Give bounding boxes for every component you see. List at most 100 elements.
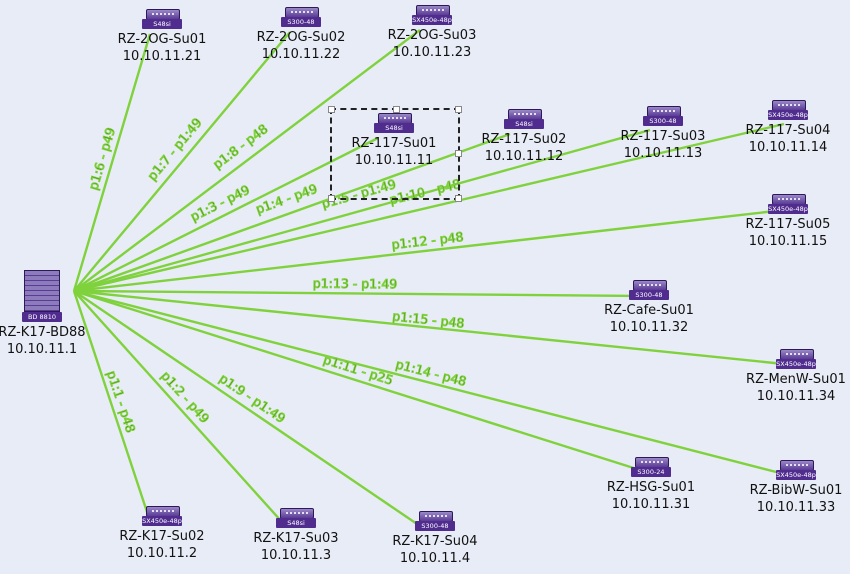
link-line[interactable] bbox=[73, 128, 651, 293]
model-tag: S48si bbox=[276, 518, 316, 528]
switch-icon: S48si bbox=[374, 113, 414, 135]
switch-icon: S300-48 bbox=[643, 106, 683, 128]
node-ip: 10.10.11.22 bbox=[261, 47, 341, 62]
resize-handle[interactable] bbox=[328, 195, 335, 202]
node-ip: 10.10.11.3 bbox=[260, 548, 332, 563]
model-tag: S48si bbox=[504, 119, 544, 129]
resize-handle[interactable] bbox=[328, 106, 335, 113]
link-label: p1:2 - p49 bbox=[158, 368, 212, 426]
link-label: p1:4 - p49 bbox=[254, 181, 320, 217]
selection-box[interactable] bbox=[328, 106, 462, 202]
node-name: RZ-117-Su02 bbox=[481, 132, 567, 147]
node-ip: 10.10.11.31 bbox=[611, 497, 691, 512]
node-ip: 10.10.11.32 bbox=[609, 320, 689, 335]
node-rz-2og-su01[interactable]: S48si RZ-2OG-Su01 10.10.11.21 bbox=[102, 9, 222, 65]
node-ip: 10.10.11.14 bbox=[748, 140, 828, 155]
node-rz-117-su04[interactable]: SX450e-48p RZ-117-Su04 10.10.11.14 bbox=[728, 100, 848, 156]
switch-icon: SX450e-48p bbox=[412, 5, 452, 27]
link-line[interactable] bbox=[73, 289, 785, 476]
node-name: RZ-2OG-Su03 bbox=[387, 28, 477, 43]
node-name: RZ-K17-Su03 bbox=[253, 531, 339, 546]
node-ip: 10.10.11.1 bbox=[6, 342, 78, 357]
node-ip: 10.10.11.4 bbox=[399, 551, 471, 566]
link-line[interactable] bbox=[73, 208, 785, 293]
link-line[interactable] bbox=[72, 290, 152, 522]
node-rz-k17-su04[interactable]: S300-48 RZ-K17-Su04 10.10.11.4 bbox=[375, 511, 495, 567]
node-ip: 10.10.11.11 bbox=[354, 153, 434, 168]
node-ip: 10.10.11.23 bbox=[392, 45, 472, 60]
node-name: RZ-BibW-Su01 bbox=[749, 483, 843, 498]
node-name: RZ-117-Su03 bbox=[620, 129, 706, 144]
link-line[interactable] bbox=[72, 33, 152, 292]
model-tag: SX450e-48p bbox=[412, 15, 452, 25]
model-tag: SX450e-48p bbox=[768, 110, 808, 120]
node-rz-117-su02[interactable]: S48si RZ-117-Su02 10.10.11.12 bbox=[464, 109, 584, 165]
link-label: p1:1 - p48 bbox=[104, 369, 138, 435]
link-line[interactable] bbox=[73, 289, 641, 298]
resize-handle[interactable] bbox=[393, 106, 400, 113]
switch-icon: SX450e-48p bbox=[776, 460, 816, 482]
model-tag: S48si bbox=[374, 123, 414, 133]
node-name: RZ-117-Su05 bbox=[745, 217, 831, 232]
switch-icon: SX450e-48p bbox=[768, 194, 808, 216]
switch-icon: SX450e-48p bbox=[776, 349, 816, 371]
switch-icon: S300-24 bbox=[631, 457, 671, 479]
link-line[interactable] bbox=[73, 132, 511, 293]
node-rz-menw-su01[interactable]: SX450e-48p RZ-MenW-Su01 10.10.11.34 bbox=[736, 349, 850, 405]
link-line[interactable] bbox=[73, 29, 421, 292]
switch-icon: SX450e-48p bbox=[768, 100, 808, 122]
node-rz-cafe-su01[interactable]: S300-48 RZ-Cafe-Su01 10.10.11.32 bbox=[589, 280, 709, 336]
node-rz-2og-su03[interactable]: SX450e-48p RZ-2OG-Su03 10.10.11.23 bbox=[372, 5, 492, 61]
link-line[interactable] bbox=[73, 290, 421, 527]
chassis-switch-icon: BD 8810 bbox=[22, 270, 62, 324]
node-rz-bibw-su01[interactable]: SX450e-48p RZ-BibW-Su01 10.10.11.33 bbox=[736, 460, 850, 516]
link-label: p1:9 - p1:49 bbox=[217, 371, 289, 426]
model-tag: S300-48 bbox=[415, 521, 455, 531]
switch-icon: SX450e-48p bbox=[142, 506, 182, 528]
link-line[interactable] bbox=[73, 122, 785, 293]
node-ip: 10.10.11.12 bbox=[484, 149, 564, 164]
link-label: p1:11 - p25 bbox=[322, 352, 395, 388]
resize-handle[interactable] bbox=[455, 106, 462, 113]
node-rz-hsg-su01[interactable]: S300-24 RZ-HSG-Su01 10.10.11.31 bbox=[591, 457, 711, 513]
node-ip: 10.10.11.34 bbox=[756, 389, 836, 404]
link-line[interactable] bbox=[73, 31, 291, 292]
node-rz-117-su01[interactable]: S48si RZ-117-Su01 10.10.11.11 bbox=[334, 113, 454, 169]
model-tag: S300-48 bbox=[629, 290, 669, 300]
switch-icon: S48si bbox=[276, 508, 316, 530]
node-rz-117-su03[interactable]: S300-48 RZ-117-Su03 10.10.11.13 bbox=[603, 106, 723, 162]
node-rz-2og-su02[interactable]: S300-48 RZ-2OG-Su02 10.10.11.22 bbox=[241, 7, 361, 63]
node-rz-k17-su02[interactable]: SX450e-48p RZ-K17-Su02 10.10.11.2 bbox=[102, 506, 222, 562]
node-ip: 10.10.11.33 bbox=[756, 500, 836, 515]
node-rz-k17-bd88[interactable]: BD 8810 RZ-K17-BD88 10.10.11.1 bbox=[0, 270, 102, 358]
model-tag: S300-48 bbox=[281, 17, 321, 27]
switch-icon: S300-48 bbox=[629, 280, 669, 302]
node-name: RZ-K17-Su02 bbox=[119, 529, 205, 544]
link-line[interactable] bbox=[73, 136, 379, 293]
switch-icon: S48si bbox=[504, 109, 544, 131]
node-ip: 10.10.11.13 bbox=[623, 146, 703, 161]
model-tag: S300-48 bbox=[643, 116, 683, 126]
link-line[interactable] bbox=[73, 289, 641, 472]
model-tag: SX450e-48p bbox=[768, 204, 808, 214]
link-label: p1:13 - p1:49 bbox=[313, 276, 398, 292]
node-name: RZ-K17-Su04 bbox=[392, 534, 478, 549]
node-name: RZ-MenW-Su01 bbox=[746, 372, 846, 387]
node-name: RZ-Cafe-Su01 bbox=[604, 303, 694, 318]
link-line[interactable] bbox=[73, 290, 283, 523]
link-line[interactable] bbox=[73, 289, 785, 366]
node-rz-117-su05[interactable]: SX450e-48p RZ-117-Su05 10.10.11.15 bbox=[728, 194, 848, 250]
model-tag: SX450e-48p bbox=[776, 359, 816, 369]
node-ip: 10.10.11.15 bbox=[748, 234, 828, 249]
switch-icon: S300-48 bbox=[281, 7, 321, 29]
resize-handle[interactable] bbox=[455, 195, 462, 202]
node-name: RZ-HSG-Su01 bbox=[606, 480, 696, 495]
resize-handle[interactable] bbox=[455, 150, 462, 157]
model-tag: SX450e-48p bbox=[776, 470, 816, 480]
node-ip: 10.10.11.21 bbox=[122, 49, 202, 64]
node-name: RZ-117-Su04 bbox=[745, 123, 831, 138]
node-rz-k17-su03[interactable]: S48si RZ-K17-Su03 10.10.11.3 bbox=[236, 508, 356, 564]
node-name: RZ-2OG-Su02 bbox=[256, 30, 346, 45]
